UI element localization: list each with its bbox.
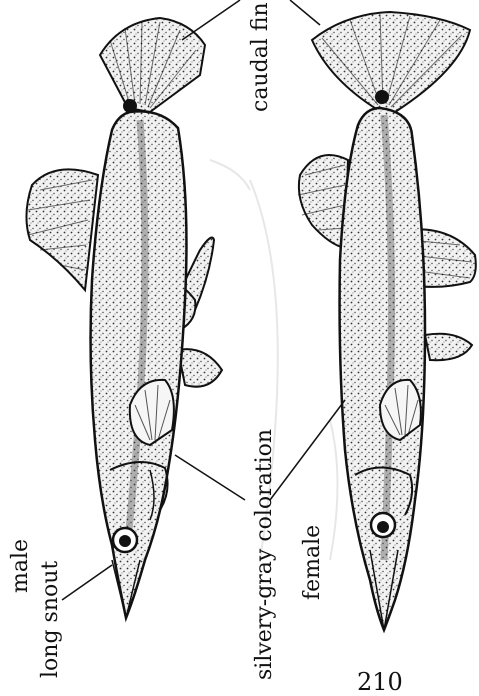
leader-silvery-female [270, 400, 345, 500]
leader-long-snout [62, 565, 112, 600]
leader-silvery-male [175, 455, 245, 500]
male-fish [26, 18, 222, 618]
male-body [91, 111, 187, 618]
label-silvery-gray-coloration: silvery-gray coloration [252, 429, 277, 680]
leader-caudal-female [290, 0, 320, 25]
label-long-snout: long snout [38, 561, 63, 678]
female-caudal-fin [312, 12, 470, 112]
page-number: 210 [357, 668, 403, 696]
male-pelvic-fin-2 [178, 349, 222, 387]
leader-caudal-male [182, 0, 240, 40]
female-pelvic-fin [425, 334, 472, 360]
label-male: male [8, 539, 33, 593]
male-dorsal-fin [26, 169, 98, 290]
label-caudal-fin: caudal fin [248, 2, 273, 112]
label-female: female [300, 525, 325, 600]
